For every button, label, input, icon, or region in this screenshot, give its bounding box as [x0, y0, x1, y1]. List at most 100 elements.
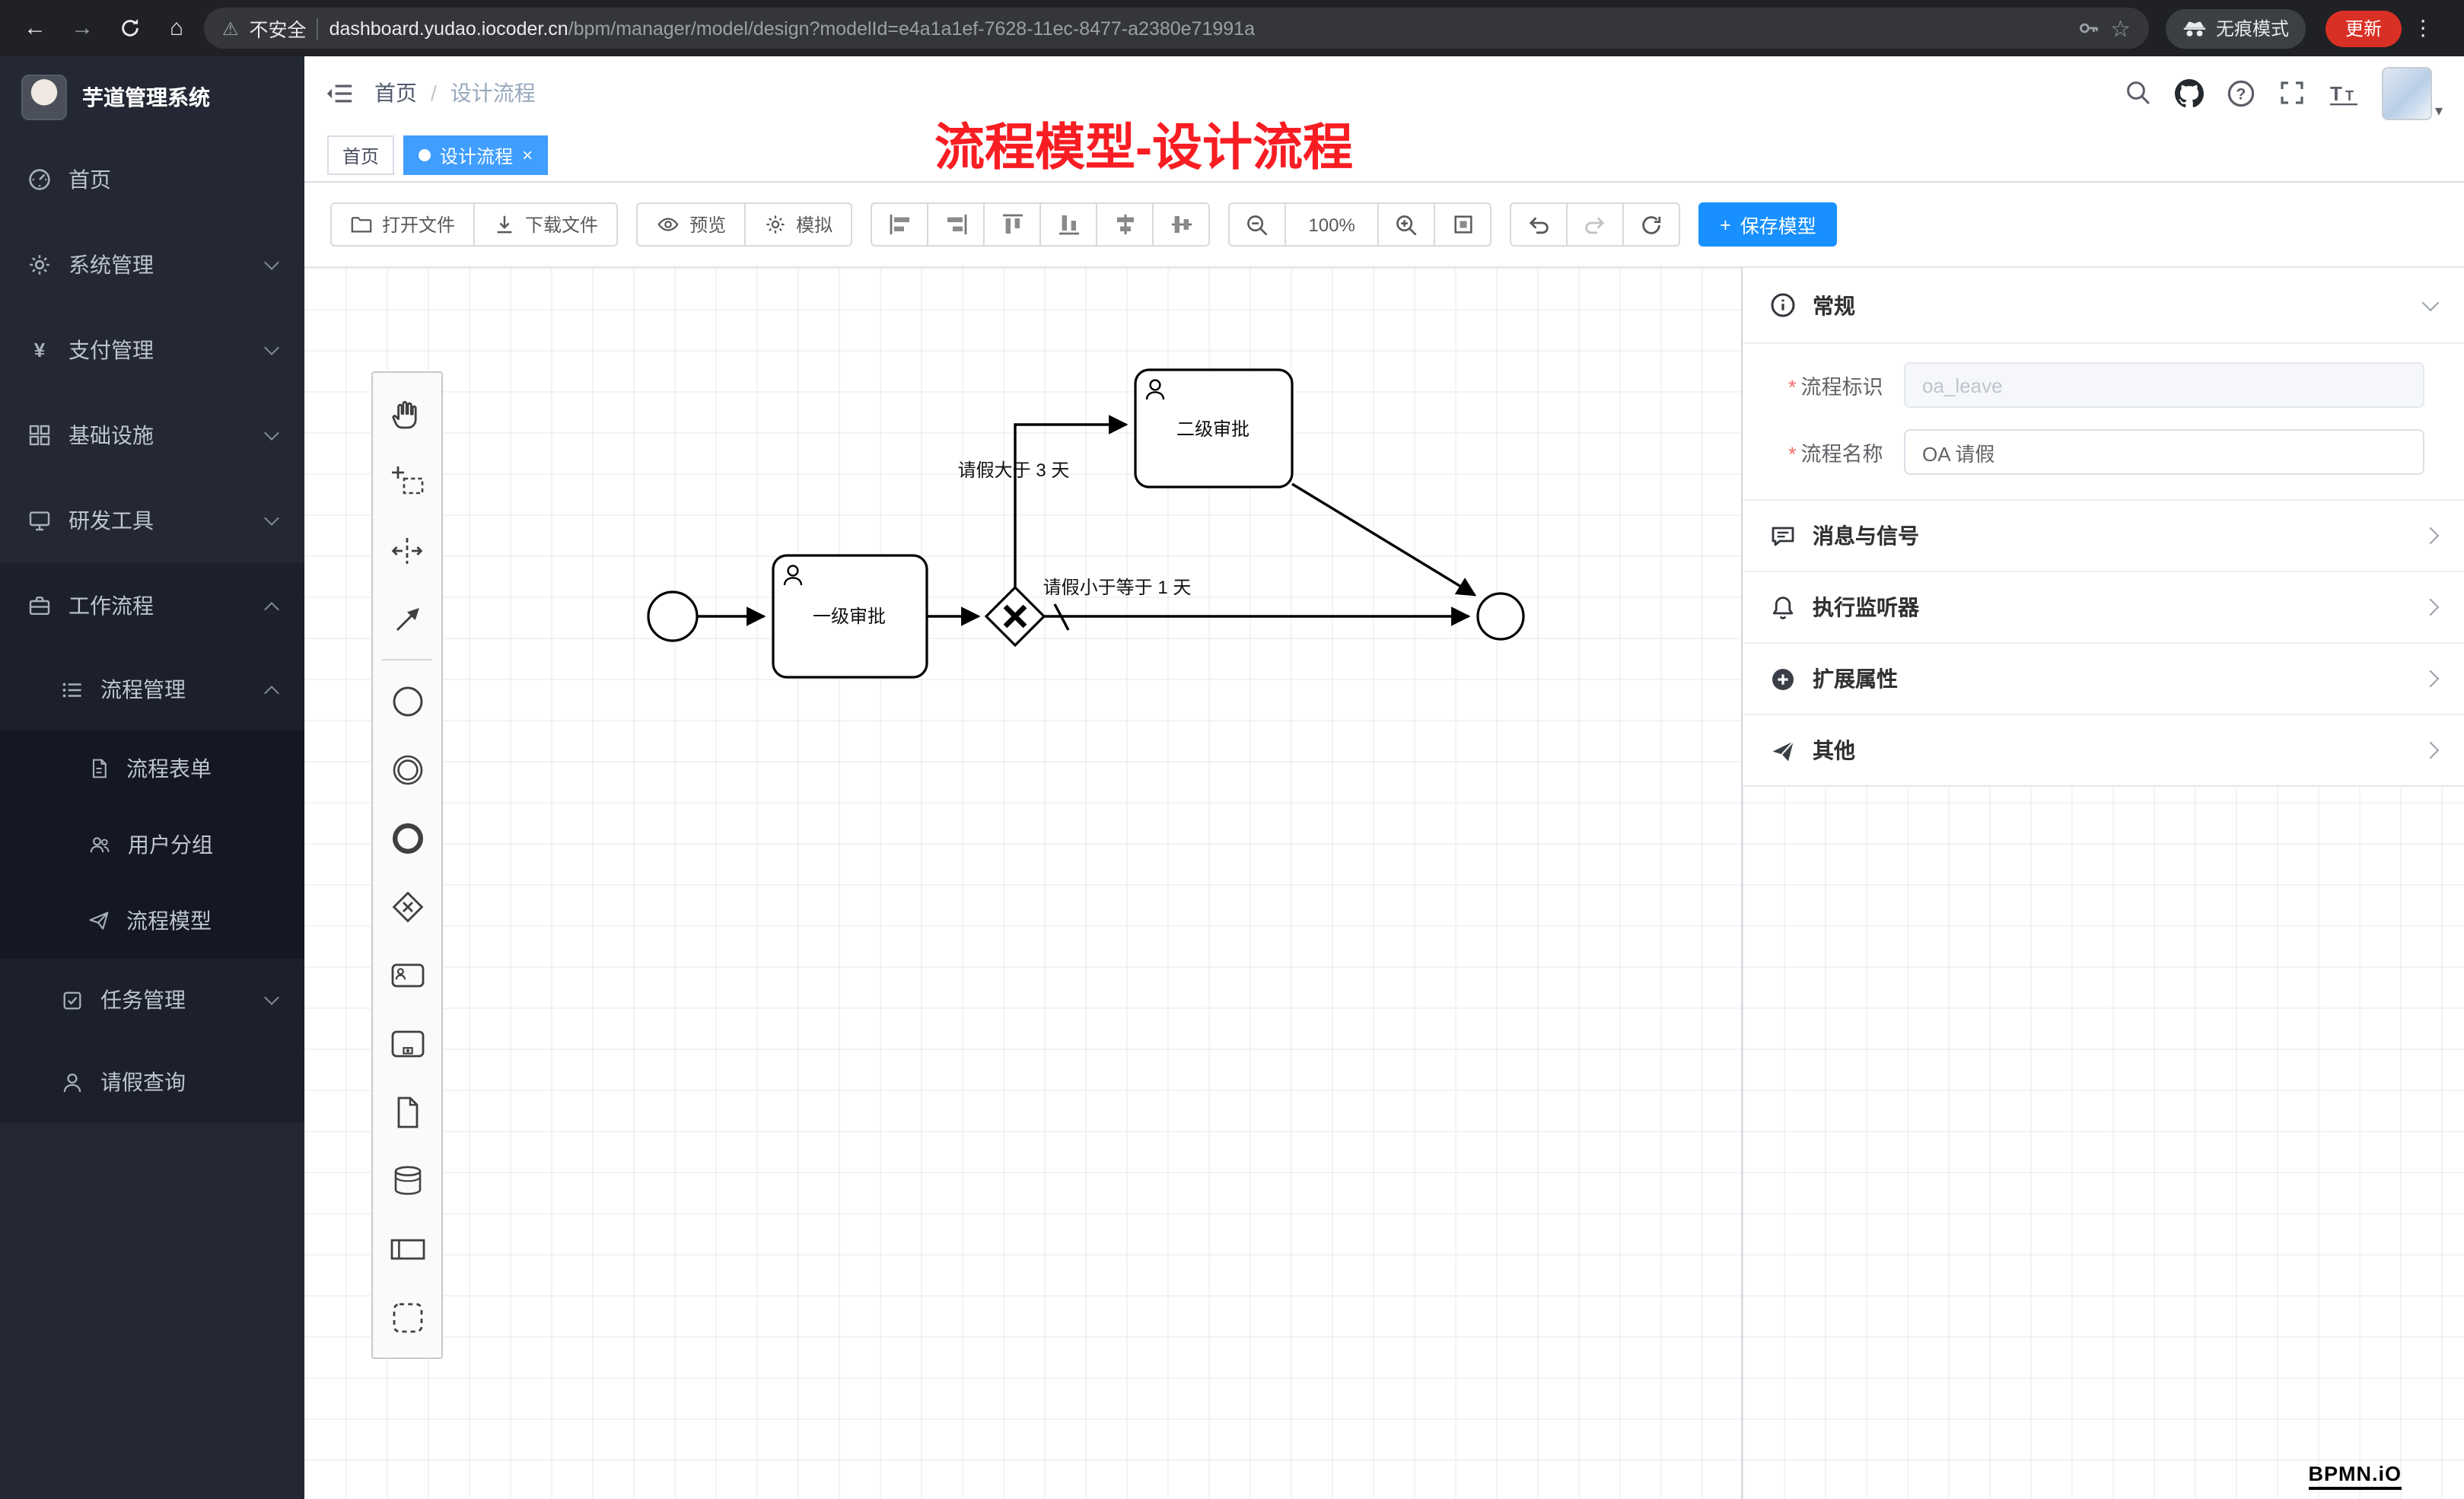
section-label: 执行监听器: [1813, 595, 1919, 619]
sidebar-item-workflow[interactable]: 工作流程: [0, 563, 304, 648]
password-key-icon[interactable]: [2077, 17, 2099, 40]
align-right-button[interactable]: [927, 202, 985, 247]
sidebar-item-process-form[interactable]: 流程表单: [0, 730, 304, 807]
redo-button[interactable]: [1566, 202, 1625, 247]
page-url: dashboard.yudao.iocoder.cn/bpm/manager/m…: [329, 18, 1255, 39]
undo-button[interactable]: [1510, 202, 1568, 247]
github-icon[interactable]: [2174, 78, 2204, 107]
section-general[interactable]: 常规: [1743, 268, 2464, 344]
palette-user-task[interactable]: [373, 940, 441, 1009]
sidebar-item-process-mgmt[interactable]: 流程管理: [0, 648, 304, 730]
sidebar-item-infra[interactable]: 基础设施: [0, 393, 304, 478]
diagram-start-event[interactable]: [647, 590, 699, 642]
section-label: 其他: [1813, 738, 1855, 762]
address-bar[interactable]: ⚠ 不安全 dashboard.yudao.iocoder.cn/bpm/man…: [204, 8, 2149, 49]
chevron-right-icon: [2421, 598, 2440, 616]
sidebar-item-home[interactable]: 首页: [0, 137, 304, 222]
palette-participant[interactable]: [373, 1214, 441, 1283]
sidebar-item-label: 流程模型: [126, 909, 212, 933]
refresh-button[interactable]: [110, 8, 149, 48]
sidebar-item-user-group[interactable]: 用户分组: [0, 807, 304, 883]
download-file-button[interactable]: 下载文件: [473, 202, 619, 247]
sidebar-item-process-model[interactable]: 流程模型: [0, 883, 304, 959]
sidebar-process-mgmt-children: 流程表单 用户分组 流程模型: [0, 730, 304, 959]
sidebar-item-leave-query[interactable]: 请假查询: [0, 1041, 304, 1123]
preview-button[interactable]: 预览: [636, 202, 747, 247]
button-label: 模拟: [796, 215, 833, 236]
process-key-input[interactable]: [1904, 362, 2424, 408]
palette-subprocess[interactable]: [373, 1009, 441, 1077]
diagram-task-second-approval[interactable]: 二级审批: [1134, 368, 1294, 489]
chrome-menu-icon[interactable]: ⋮: [2412, 15, 2434, 40]
section-message-signal[interactable]: 消息与信号: [1743, 499, 2464, 571]
align-bottom-button[interactable]: [1039, 202, 1098, 247]
palette-connect-tool[interactable]: [373, 584, 441, 653]
tab-design-process[interactable]: 设计流程 ×: [403, 135, 549, 175]
home-button[interactable]: ⌂: [169, 15, 184, 41]
palette-intermediate-event[interactable]: [373, 735, 441, 804]
gear-icon: [30, 255, 49, 275]
restart-button[interactable]: [1622, 202, 1681, 247]
palette-hand-tool[interactable]: [373, 379, 441, 447]
button-label: 保存模型: [1740, 216, 1816, 237]
help-icon[interactable]: ?: [2227, 78, 2255, 107]
sidebar-item-system[interactable]: 系统管理: [0, 222, 304, 307]
align-top-button[interactable]: [983, 202, 1042, 247]
open-file-button[interactable]: 打开文件: [330, 202, 476, 247]
bpmn-io-logo[interactable]: BPMN.iO: [2308, 1462, 2402, 1490]
sidebar-item-payment[interactable]: ¥ 支付管理: [0, 307, 304, 393]
sidebar: 芋道管理系统 首页 系统管理 ¥ 支付管理 基础设施 研发工具: [0, 56, 304, 1499]
search-icon[interactable]: [2125, 79, 2152, 107]
security-warning-icon: ⚠: [222, 18, 239, 39]
sidebar-collapse-button[interactable]: [326, 81, 353, 104]
user-avatar-menu[interactable]: ▾: [2381, 66, 2443, 119]
diagram-end-event[interactable]: [1476, 592, 1525, 641]
section-extended-attrs[interactable]: 扩展属性: [1743, 642, 2464, 714]
zoom-in-button[interactable]: [1377, 202, 1436, 247]
sidebar-item-devtools[interactable]: 研发工具: [0, 478, 304, 563]
palette-start-event[interactable]: [373, 667, 441, 735]
align-center-horizontal-button[interactable]: [1096, 202, 1154, 247]
sidebar-item-label: 系统管理: [68, 253, 154, 277]
align-center-vertical-button[interactable]: [1152, 202, 1211, 247]
palette-data-object[interactable]: [373, 1077, 441, 1146]
edge-gateway-to-task2[interactable]: [1014, 415, 1129, 587]
palette-lasso-tool[interactable]: [373, 447, 441, 516]
gear-icon: [766, 215, 785, 234]
forward-button[interactable]: →: [71, 15, 94, 41]
align-left-button[interactable]: [871, 202, 929, 247]
fullscreen-icon[interactable]: [2278, 79, 2306, 107]
back-button[interactable]: ←: [24, 15, 46, 41]
simulate-button[interactable]: 模拟: [744, 202, 853, 247]
breadcrumb-home[interactable]: 首页: [374, 81, 417, 105]
edge-task2-to-end[interactable]: [1291, 482, 1477, 597]
zoom-level-display: 100%: [1285, 202, 1380, 247]
bookmark-star-icon[interactable]: ☆: [2110, 16, 2131, 42]
tab-home[interactable]: 首页: [327, 135, 395, 175]
diagram-exclusive-gateway[interactable]: [984, 585, 1046, 648]
send-icon: [1772, 740, 1794, 761]
zoom-reset-button[interactable]: [1434, 202, 1492, 247]
document-icon: [92, 759, 107, 778]
process-name-input[interactable]: [1904, 429, 2424, 475]
sidebar-item-label: 流程管理: [100, 677, 186, 702]
tab-close-icon[interactable]: ×: [522, 145, 533, 166]
designer-toolbar: 打开文件 下载文件 预览 模拟: [304, 183, 2464, 266]
chrome-update-button[interactable]: 更新: [2326, 10, 2402, 46]
palette-space-tool[interactable]: [373, 516, 441, 584]
zoom-out-button[interactable]: [1228, 202, 1287, 247]
bpmn-canvas[interactable]: 一级审批 二级审批 请假大于 3 天 请假小于等于 1 天: [304, 266, 2464, 1499]
palette-end-event[interactable]: [373, 804, 441, 872]
diagram-task-first-approval[interactable]: 一级审批: [772, 554, 928, 679]
section-execution-listener[interactable]: 执行监听器: [1743, 571, 2464, 642]
section-other[interactable]: 其他: [1743, 714, 2464, 785]
dashboard-icon: [29, 169, 50, 190]
palette-data-store[interactable]: [373, 1146, 441, 1214]
sidebar-item-task-mgmt[interactable]: 任务管理: [0, 959, 304, 1041]
palette-exclusive-gateway[interactable]: [373, 872, 441, 940]
save-model-button[interactable]: + 保存模型: [1698, 202, 1838, 247]
app-logo[interactable]: 芋道管理系统: [0, 56, 304, 137]
tab-label: 设计流程: [440, 145, 514, 167]
process-name-label: *流程名称: [1788, 443, 1883, 466]
